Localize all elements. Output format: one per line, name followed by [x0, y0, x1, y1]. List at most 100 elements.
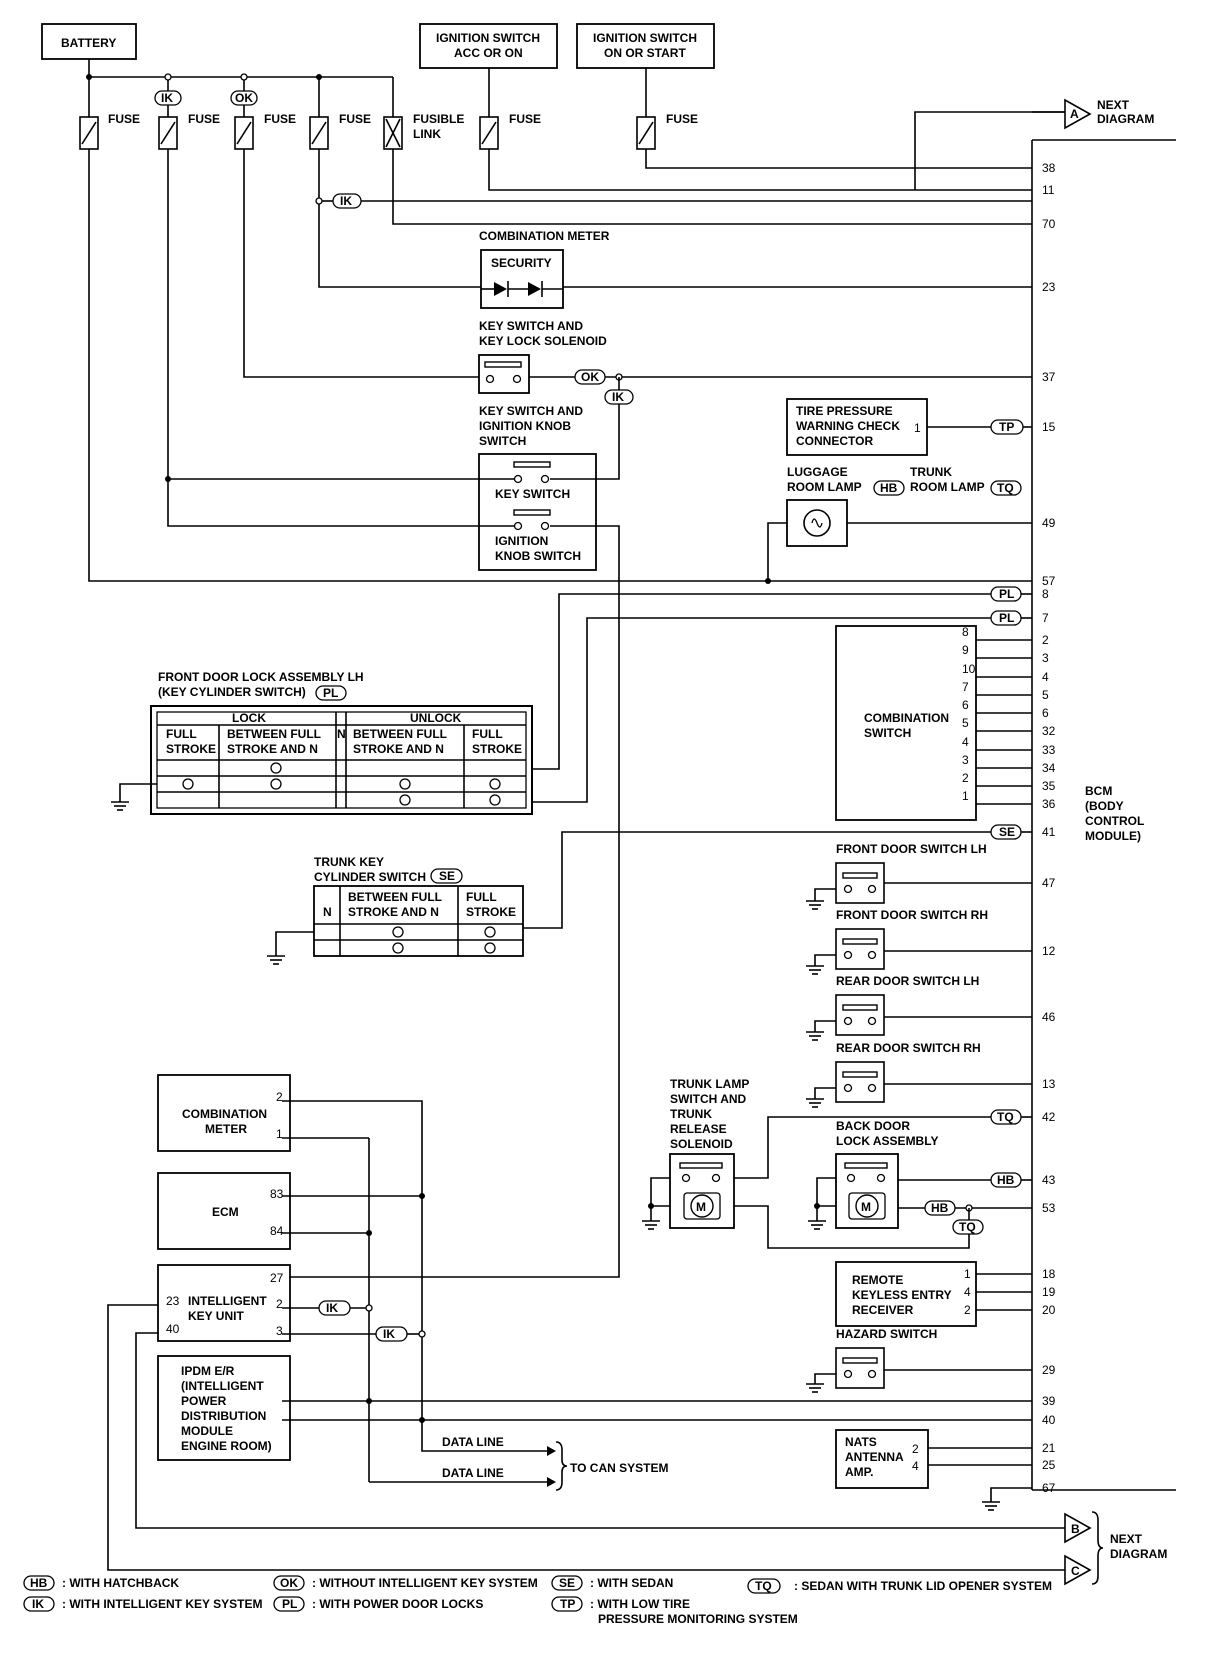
bcm-label-line4: MODULE) — [1085, 829, 1141, 843]
svg-text:ANTENNA: ANTENNA — [845, 1450, 904, 1464]
nats-antenna-amp: NATS ANTENNA AMP. 2 4 — [835, 1429, 1032, 1511]
svg-text:MODULE: MODULE — [181, 1424, 233, 1438]
fusible-link-line1: FUSIBLE — [413, 112, 464, 126]
bcm-label-line3: CONTROL — [1085, 814, 1144, 828]
svg-text:N: N — [323, 905, 332, 919]
ignition-switch-acc-box: IGNITION SWITCH ACC OR ON — [419, 23, 558, 69]
ign-start-line1: IGNITION SWITCH — [593, 31, 697, 45]
svg-text:HB: HB — [997, 1173, 1015, 1187]
bcm-pin-5: 5 — [1042, 688, 1049, 702]
bcm-pin-20: 20 — [1042, 1303, 1056, 1317]
svg-text:N: N — [337, 727, 346, 741]
fuse-5-label: FUSE — [509, 112, 541, 126]
front-door-switch-rh: FRONT DOOR SWITCH RH — [805, 908, 1032, 975]
bcm-pin-53: 53 — [1042, 1201, 1056, 1215]
top-wires — [315, 111, 1065, 288]
bcm-pin-13: 13 — [1042, 1077, 1056, 1091]
svg-text:SWITCH AND: SWITCH AND — [670, 1092, 747, 1106]
combination-switch-pin-5: 5 — [962, 716, 969, 730]
next-diagram-a-line2: DIAGRAM — [1097, 112, 1154, 126]
combination-switch-pin-10: 10 — [962, 662, 976, 676]
bcm-label-line1: BCM — [1085, 784, 1112, 798]
combination-meter-bottom: COMBINATION METER 2 1 — [157, 1074, 291, 1152]
svg-text:IPDM E/R: IPDM E/R — [181, 1364, 235, 1378]
svg-text:HB: HB — [880, 481, 898, 495]
bcm-pin-25: 25 — [1042, 1458, 1056, 1472]
bcm-pin-43: 43 — [1042, 1173, 1056, 1187]
next-diagram-a-line1: NEXT — [1097, 98, 1130, 112]
svg-text:METER: METER — [205, 1122, 247, 1136]
can-wiring: DATA LINE DATA LINE TO CAN SYSTEM — [282, 1100, 1032, 1491]
bcm-pin-2: 2 — [1042, 633, 1049, 647]
svg-text:RELEASE: RELEASE — [670, 1122, 727, 1136]
back-door-motor-icon — [855, 1194, 879, 1218]
svg-text:PRESSURE MONITORING SYSTEM: PRESSURE MONITORING SYSTEM — [598, 1612, 798, 1626]
svg-text:PL: PL — [999, 587, 1014, 601]
svg-text:STROKE AND N: STROKE AND N — [353, 742, 444, 756]
fuse-6-label: FUSE — [666, 112, 698, 126]
data-line-2: DATA LINE — [442, 1466, 504, 1480]
svg-text:: WITH INTELLIGENT KEY SYSTEM: : WITH INTELLIGENT KEY SYSTEM — [62, 1597, 262, 1611]
security-label: SECURITY — [491, 256, 552, 270]
svg-text:STROKE: STROKE — [472, 742, 522, 756]
combination-switch-pin-2: 2 — [962, 771, 969, 785]
ecm-box: ECM 83 84 — [157, 1172, 291, 1250]
svg-text:1: 1 — [276, 1127, 283, 1141]
svg-text:TRUNK KEY: TRUNK KEY — [314, 855, 384, 869]
svg-text:ECM: ECM — [212, 1205, 239, 1219]
fuse-2-label: FUSE — [188, 112, 220, 126]
svg-text:TQ: TQ — [755, 1579, 772, 1593]
svg-text:KEY SWITCH AND: KEY SWITCH AND — [479, 404, 583, 418]
combination-switch-pin-4: 4 — [962, 735, 969, 749]
rear-door-switch-rh: REAR DOOR SWITCH RH — [805, 1041, 1032, 1108]
combination-switch-pin-9: 9 — [962, 643, 969, 657]
next-diagram-bc-line2: DIAGRAM — [1110, 1547, 1167, 1561]
svg-text:: WITH POWER DOOR LOCKS: : WITH POWER DOOR LOCKS — [312, 1597, 483, 1611]
combination-switch-pin-6: 6 — [962, 698, 969, 712]
key-switch-ignition-knob: KEY SWITCH AND IGNITION KNOB SWITCH KEY … — [165, 149, 620, 1278]
fusible-link: FUSIBLE LINK — [383, 112, 464, 150]
svg-text:PL: PL — [323, 686, 338, 700]
svg-text:KEY SWITCH AND: KEY SWITCH AND — [479, 319, 583, 333]
fuse-1-label: FUSE — [108, 112, 140, 126]
data-line-1: DATA LINE — [442, 1435, 504, 1449]
bcm-pin-42: 42 — [1042, 1110, 1056, 1124]
svg-text:3: 3 — [276, 1324, 283, 1338]
svg-text:23: 23 — [166, 1294, 180, 1308]
svg-text:SWITCH: SWITCH — [479, 434, 526, 448]
svg-text:OK: OK — [581, 370, 599, 384]
lock-header: LOCK — [232, 711, 266, 725]
svg-text:STROKE AND N: STROKE AND N — [227, 742, 318, 756]
svg-text:M: M — [861, 1200, 871, 1214]
bcm-pin-21: 21 — [1042, 1441, 1056, 1455]
bcm-pin-18: 18 — [1042, 1267, 1056, 1281]
svg-text:FRONT DOOR SWITCH RH: FRONT DOOR SWITCH RH — [836, 908, 988, 922]
svg-text:: WITHOUT INTELLIGENT KEY SYST: : WITHOUT INTELLIGENT KEY SYSTEM — [312, 1576, 538, 1590]
tag-ik-pin2: IK — [318, 1300, 351, 1316]
power-bus — [86, 59, 647, 117]
svg-text:STROKE: STROKE — [466, 905, 516, 919]
svg-text:HB: HB — [931, 1201, 949, 1215]
svg-text:2: 2 — [964, 1303, 971, 1317]
svg-text:4: 4 — [964, 1285, 971, 1299]
svg-text:OK: OK — [280, 1576, 298, 1590]
pl-wires: PL PL — [532, 586, 1032, 803]
combination-switch-pin-8: 8 — [962, 625, 969, 639]
to-can-system: TO CAN SYSTEM — [570, 1461, 668, 1475]
front-door-switch-lh: FRONT DOOR SWITCH LH — [805, 842, 1032, 910]
hazard-switch: HAZARD SWITCH — [805, 1327, 1032, 1393]
combination-meter-security: COMBINATION METER SECURITY — [479, 229, 610, 309]
bcm-pin-67: 67 — [1042, 1481, 1056, 1495]
svg-text:C: C — [1071, 1564, 1080, 1578]
svg-text:NATS: NATS — [845, 1435, 877, 1449]
svg-text:AMP.: AMP. — [845, 1465, 873, 1479]
svg-text:IGNITION KNOB: IGNITION KNOB — [479, 419, 571, 433]
svg-text:SE: SE — [439, 869, 455, 883]
combination-switch-pin-1: 1 — [962, 789, 969, 803]
svg-text:(INTELLIGENT: (INTELLIGENT — [181, 1379, 264, 1393]
connector-b-c: B C NEXT DIAGRAM — [107, 1304, 1167, 1586]
trunk-motor-icon — [690, 1194, 714, 1218]
svg-text:B: B — [1071, 1522, 1080, 1536]
tag-ik-row37: IK — [604, 389, 634, 405]
